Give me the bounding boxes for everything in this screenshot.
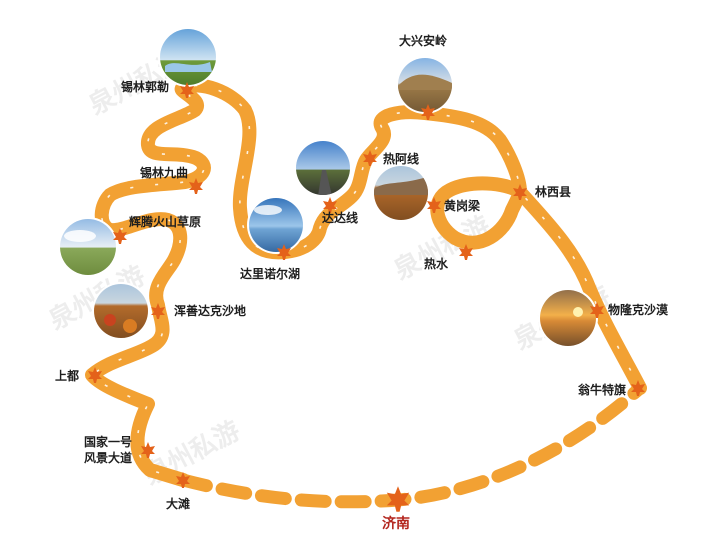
photo-daxinganling [396,56,454,114]
maple-leaf-icon [141,442,155,458]
maple-leaf-icon [421,104,435,120]
maple-leaf-icon-large [386,486,410,512]
label-jinan: 济南 [382,515,410,532]
maple-leaf-icon [590,302,604,318]
label-huiteng: 辉腾火山草原 [129,214,201,229]
label-dalinuoer: 达里诺尔湖 [240,266,300,281]
maple-leaf-icon [459,244,473,260]
label-huanggangliang: 黄岗梁 [444,198,480,213]
photo-huanggangliang [372,164,430,222]
label-datan: 大滩 [166,496,190,511]
label-hunshandake: 浑善达克沙地 [174,303,246,318]
labels: 锡林郭勒 锡林九曲 辉腾火山草原 浑善达克沙地 上都 国家一号 风景大道 大滩 … [55,33,669,532]
label-guojia-1: 国家一号 [84,434,132,449]
direction-chevrons [90,84,641,481]
maple-leaf-icon [176,472,190,488]
maple-leaf-icon [363,150,377,166]
photo-dadaxian [294,139,352,197]
photo-hunshandake [92,282,150,340]
label-shangdu: 上都 [55,368,79,383]
label-reaxian: 热阿线 [383,151,419,166]
label-xilinguole: 锡林郭勒 [121,79,169,94]
label-reshui: 热水 [424,256,449,271]
photo-xilinguole [158,27,218,87]
maple-leaf-icon [631,380,645,396]
maple-leaf-icon [88,367,102,383]
markers [88,82,645,512]
watermark-layer: 泉州私游 泉州私游 泉州私游 泉州私游 泉州私游 [44,45,615,491]
photo-wulongke [538,288,598,348]
maple-leaf-icon [323,197,337,213]
photo-dalinuoer [247,196,305,254]
label-linxi: 林西县 [535,184,571,199]
main-road [85,78,647,487]
maple-leaf-icon [180,82,194,98]
maple-leaf-icon [513,184,527,200]
label-wulongke: 物隆克沙漠 [608,302,669,317]
photo-huiteng [58,217,118,277]
maple-leaf-icon [189,178,203,194]
maple-leaf-icon [427,197,441,213]
maple-leaf-icon [151,303,165,319]
dashed-road [176,381,647,509]
label-guojia-2: 风景大道 [84,450,132,465]
maple-leaf-icon [113,228,127,244]
label-daxinganling: 大兴安岭 [399,33,447,48]
label-xilin-jiuqu: 锡林九曲 [140,165,188,180]
label-wengniute: 翁牛特旗 [578,382,626,397]
maple-leaf-icon [277,244,291,260]
label-dadaxian: 达达线 [322,210,358,225]
